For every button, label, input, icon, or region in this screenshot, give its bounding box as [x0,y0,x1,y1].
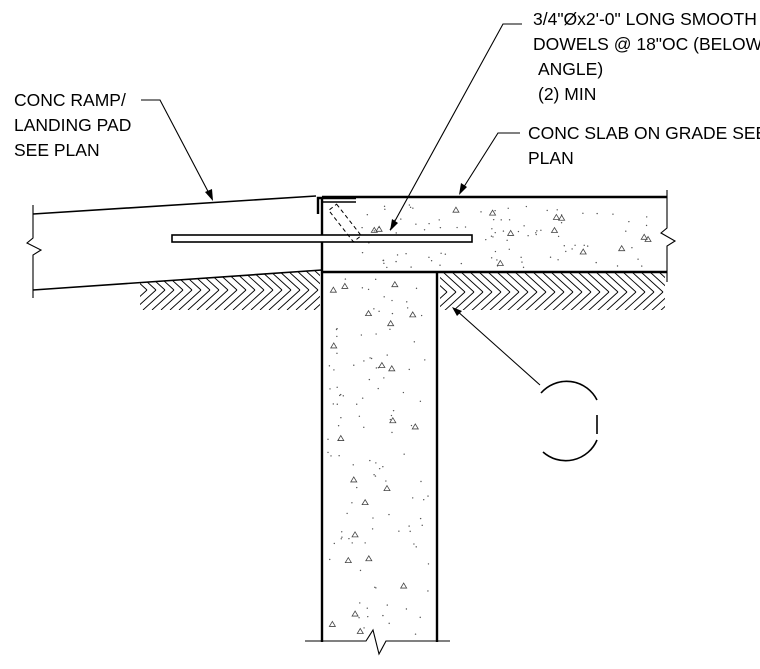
earth-hatch-right [440,272,665,310]
ramp-break-line [26,205,43,298]
ramp-note: CONC RAMP/ LANDING PAD SEE PLAN [14,90,136,160]
foundation-wall [320,272,439,642]
wall-concrete-stipple [327,278,430,635]
soil-leader-arrowhead [452,307,462,316]
slab-note-arrowhead [459,183,467,195]
slab-note-leader [459,132,520,194]
dowel-note: 3/4"Øx2'-0" LONG SMOOTH DOWELS @ 18"OC (… [533,9,760,104]
steel-angle [316,196,356,214]
ramp-note-leader [141,99,213,200]
detail-reference-circle [540,380,598,462]
conc-ramp [32,195,323,291]
slab-break-line [660,190,677,282]
wall-break-line [305,628,450,656]
dowel-note-arrowhead [390,219,398,231]
earth-hatch-left [140,270,320,310]
ramp-note-arrowhead [205,189,213,201]
smooth-dowel [171,234,473,243]
dowel-note-leader [389,23,522,231]
hidden-anchor [328,203,362,243]
soil-leader [455,309,541,386]
slab-note: CONC SLAB ON GRADE SEE PLAN [528,123,760,168]
